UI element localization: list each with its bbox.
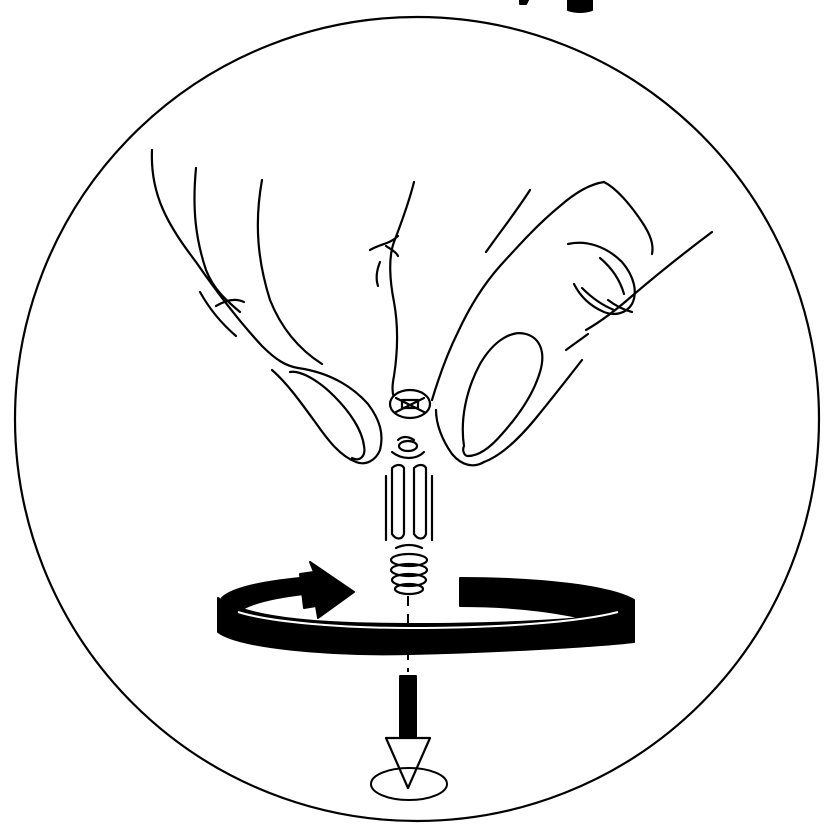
hand-pinching-fastener — [152, 150, 712, 465]
finger-fold-2 — [258, 180, 322, 364]
downward-insert-arrow — [386, 676, 430, 788]
bolt-body — [392, 465, 404, 539]
clockwise-rotation-arrow — [218, 562, 634, 654]
top-edge-fragment — [520, 0, 592, 12]
thumb-outline — [152, 150, 382, 463]
cam-dowel-bolt — [386, 390, 432, 594]
insert-arrow-shaft — [400, 676, 416, 738]
insert-arrowhead — [386, 738, 430, 788]
bolt-thread — [391, 545, 427, 594]
thumbnail — [290, 372, 364, 460]
index-finger — [390, 182, 414, 398]
rotation-arrowhead — [300, 562, 354, 618]
right-fingernail — [463, 333, 543, 456]
finger-fold-1 — [194, 168, 240, 312]
